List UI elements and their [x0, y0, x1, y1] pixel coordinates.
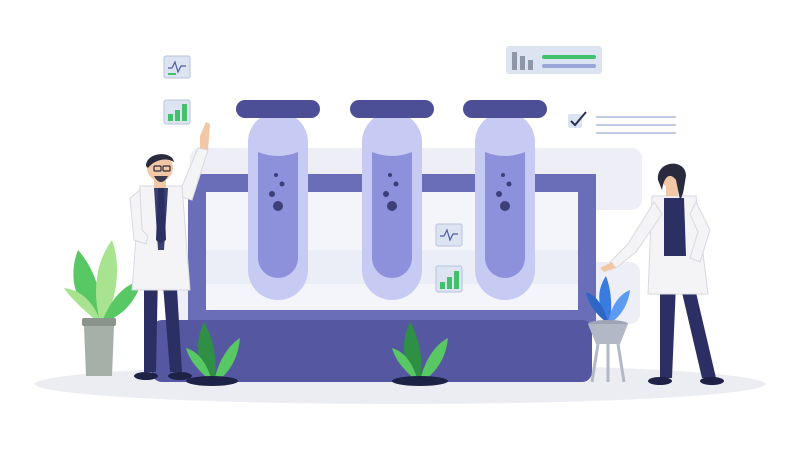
progress-card-icon: [506, 46, 602, 74]
test-tube-3: [463, 100, 547, 300]
test-tube-1: [236, 100, 320, 300]
bar-chart-icon: [163, 99, 191, 125]
bar-chart-icon: [435, 265, 463, 293]
plant-center-left: [186, 322, 240, 386]
checklist-icon: [568, 111, 676, 134]
monitor-pulse-icon: [435, 223, 463, 247]
female-scientist: [600, 163, 724, 385]
potted-plant-left: [64, 240, 142, 376]
blue-plant-stand: [586, 276, 630, 383]
monitor-pulse-icon: [163, 55, 191, 79]
plant-center-right: [392, 322, 448, 386]
test-tube-2: [350, 100, 434, 300]
rack-base: [152, 320, 592, 382]
male-scientist: [129, 122, 210, 380]
